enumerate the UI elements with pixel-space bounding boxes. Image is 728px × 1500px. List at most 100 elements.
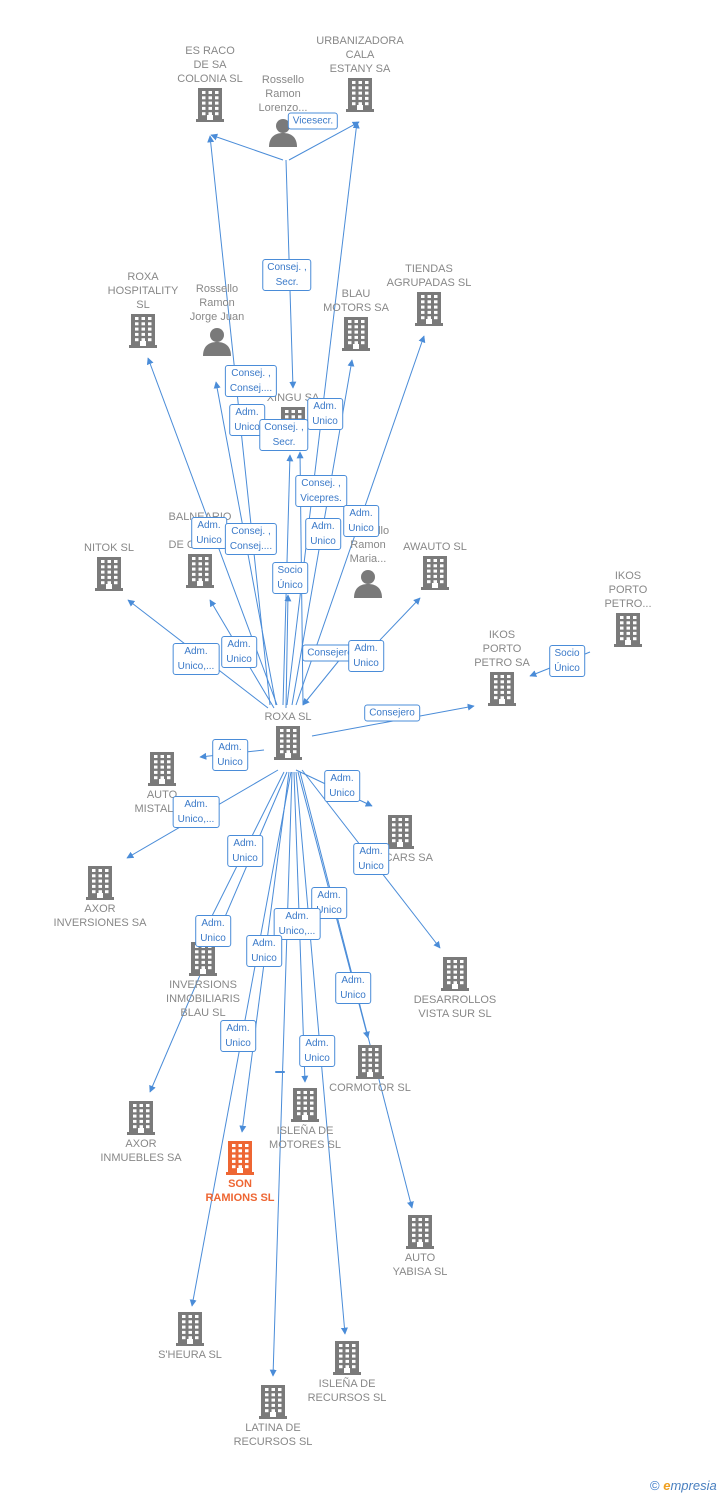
relationship-edge [210,133,284,161]
node-label: Rossello Ramon Jorge Juan [189,283,245,323]
node-islena-recursos[interactable]: ISLEÑA DE RECURSOS SL [292,1341,402,1405]
node-label: AUTO YABISA SL [392,1252,448,1278]
relationship-edge [379,597,421,641]
node-auto-yabisa[interactable]: AUTO YABISA SL [365,1215,475,1279]
node-label: DESARROLLOS VISTA SUR SL [413,994,497,1020]
role-label[interactable]: Adm. Unico [348,640,384,672]
role-label[interactable]: Adm. Unico [353,843,389,875]
node-son-ramions[interactable]: SON RAMIONS SL [185,1141,295,1205]
node-label: CORMOTOR SL [329,1082,411,1094]
building-icon [129,314,157,348]
building-icon [148,752,176,786]
role-label[interactable]: Adm. Unico [343,505,379,537]
node-label: S'HEURA SL [158,1349,222,1361]
building-icon [176,1312,204,1346]
building-icon [406,1215,434,1249]
role-label[interactable]: Adm. Unico,... [273,908,321,940]
node-label: NITOK SL [84,542,134,554]
role-label[interactable]: Adm. Unico [335,972,371,1004]
role-label[interactable]: Adm. Unico [324,770,360,802]
node-islena-motores[interactable]: ISLEÑA DE MOTORES SL [250,1088,360,1152]
building-icon [346,78,374,112]
role-label[interactable] [275,1071,285,1073]
role-label[interactable]: Consej. , Secr. [262,259,312,291]
building-icon [356,1045,384,1079]
role-label[interactable]: Adm. Unico [229,404,265,436]
node-ikos-porto-petro-sa[interactable]: IKOS PORTO PETRO SA [447,628,557,706]
node-axor-inmuebles[interactable]: AXOR INMUEBLES SA [86,1101,196,1165]
building-icon [386,815,414,849]
node-inversions-inmobiliaris[interactable]: INVERSIONS INMOBILIARIS BLAU SL [148,942,258,1020]
building-icon [342,317,370,351]
node-label: IKOS PORTO PETRO... [604,570,652,610]
node-label: AXOR INVERSIONES SA [53,903,147,929]
copyright-icon: © [650,1478,660,1493]
role-label[interactable]: Consejero [364,704,420,722]
node-cormotor[interactable]: CORMOTOR SL [315,1045,425,1095]
node-desarrollos-vista-sur[interactable]: DESARROLLOS VISTA SUR SL [400,957,510,1021]
role-label[interactable]: Adm. Unico [246,935,282,967]
role-label[interactable]: Adm. Unico [212,739,248,771]
role-label[interactable]: Adm. Unico [305,518,341,550]
node-roxa-hospitality[interactable]: ROXA HOSPITALITY SL [88,270,198,348]
role-label[interactable]: Consej. , Secr. [259,419,309,451]
brand-name: mpresia [670,1478,717,1493]
role-label[interactable]: Socio Único [272,562,308,594]
role-label[interactable]: Vicesecr. [287,112,339,130]
node-label: SON RAMIONS SL [205,1178,275,1204]
relationship-edge [288,121,360,161]
building-icon [291,1088,319,1122]
building-icon [259,1385,287,1419]
role-label[interactable]: Adm. Unico [220,1020,256,1052]
building-icon [95,557,123,591]
node-urbanizadora[interactable]: URBANIZADORA CALA ESTANY SA [305,34,415,112]
role-label[interactable]: Adm. Unico [227,835,263,867]
building-icon [274,726,302,760]
building-icon [127,1101,155,1135]
node-label: IKOS PORTO PETRO SA [474,629,530,669]
building-icon [86,866,114,900]
role-label[interactable]: Consej. , Consej.... [224,523,278,555]
role-label[interactable]: Consej. , Consej.... [224,365,278,397]
node-axor-inversiones[interactable]: AXOR INVERSIONES SA [45,866,155,930]
node-label: ES RACO DE SA COLONIA SL [177,45,243,85]
node-nitok[interactable]: NITOK SL [54,541,164,591]
role-label[interactable]: Adm. Unico,... [172,796,220,828]
role-label[interactable]: Adm. Unico,... [172,643,220,675]
role-label[interactable]: Adm. Unico [195,915,231,947]
building-icon [415,292,443,326]
node-blau-motors[interactable]: BLAU MOTORS SA [301,287,411,351]
building-icon [189,942,217,976]
node-person-rossello-lorenzo[interactable]: Rossello Ramon Lorenzo... [228,73,338,147]
node-roxa-sl[interactable]: ROXA SL [233,710,343,760]
node-label: INVERSIONS INMOBILIARIS BLAU SL [166,979,240,1019]
node-tiendas-agrupadas[interactable]: TIENDAS AGRUPADAS SL [374,262,484,326]
node-person-rossello-jorge[interactable]: Rossello Ramon Jorge Juan [162,282,272,356]
person-icon [269,119,297,147]
brand-footer[interactable]: © empresia [650,1478,717,1493]
node-latina-recursos[interactable]: LATINA DE RECURSOS SL [218,1385,328,1449]
building-icon [186,554,214,588]
building-icon [226,1141,254,1175]
node-awauto[interactable]: AWAUTO SL [380,540,490,590]
node-es-raco[interactable]: ES RACO DE SA COLONIA SL [155,44,265,122]
node-label: ISLEÑA DE MOTORES SL [269,1125,341,1151]
node-sheura[interactable]: S'HEURA SL [135,1312,245,1362]
node-label: TIENDAS AGRUPADAS SL [386,263,472,289]
node-label: URBANIZADORA CALA ESTANY SA [316,35,404,75]
role-label[interactable]: Adm. Unico [191,517,227,549]
node-label: AXOR INMUEBLES SA [100,1138,182,1164]
building-icon [614,613,642,647]
node-label: ROXA HOSPITALITY SL [107,271,179,311]
role-label[interactable]: Adm. Unico [307,398,343,430]
role-label[interactable]: Adm. Unico [221,636,257,668]
role-label[interactable]: Adm. Unico [299,1035,335,1067]
node-label: AWAUTO SL [403,541,467,553]
node-label: LATINA DE RECURSOS SL [233,1422,313,1448]
node-ikos-porto-petro-2[interactable]: IKOS PORTO PETRO... [573,569,683,647]
node-label: ROXA SL [264,711,312,723]
role-label[interactable]: Socio Único [549,645,585,677]
person-icon [203,328,231,356]
role-label[interactable]: Consej. , Vicepres. [295,475,347,507]
